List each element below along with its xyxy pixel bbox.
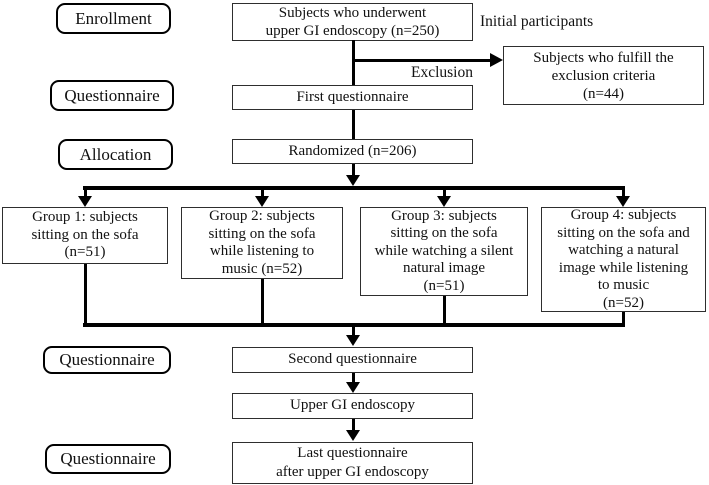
group2-line4: music (n=52)	[221, 260, 303, 277]
group3-line3: while watching a silent	[374, 242, 514, 259]
stage-label-enrollment: Enrollment	[56, 3, 171, 34]
node-excluded: Subjects who fulfill the exclusion crite…	[503, 46, 704, 105]
node-excluded-line3: (n=44)	[583, 85, 624, 102]
node-group-1: Group 1: subjects sitting on the sofa (n…	[2, 207, 168, 264]
node-second-questionnaire: Second questionnaire	[232, 347, 473, 373]
group4-line1: Group 4: subjects	[570, 207, 677, 223]
last-questionnaire-line2: after upper GI endoscopy	[276, 464, 429, 480]
connector-firstq-to-randomized	[352, 110, 355, 139]
group2-line1: Group 2: subjects	[209, 208, 315, 224]
group2-arrowhead-icon	[255, 196, 269, 207]
group4-line3: watching a natural	[568, 242, 679, 258]
branch-stub-group1	[83, 190, 87, 198]
group1-line2: sitting on the sofa	[31, 226, 139, 243]
group4-arrowhead-icon	[616, 196, 630, 207]
group1-line1: Group 1: subjects	[32, 209, 138, 226]
group1-line3: (n=51)	[64, 244, 106, 261]
node-upper-gi-endoscopy: Upper GI endoscopy	[232, 393, 473, 419]
group2-line2: sitting on the sofa	[208, 225, 316, 242]
branch-line	[83, 186, 625, 190]
node-enrolled: Subjects who underwent upper GI endoscop…	[232, 3, 473, 41]
node-group-4: Group 4: subjects sitting on the sofa an…	[541, 207, 706, 312]
stage-label-questionnaire-2: Questionnaire	[43, 346, 171, 374]
node-first-questionnaire: First questionnaire	[232, 85, 473, 110]
node-last-questionnaire: Last questionnaire after upper GI endosc…	[232, 442, 473, 484]
lastq-arrowhead-icon	[346, 430, 360, 441]
merge-stub-group2	[260, 279, 264, 323]
connector-secondq-to-uppergi	[352, 373, 355, 383]
exclusion-arrowhead-icon	[490, 53, 503, 67]
node-excluded-line2: exclusion criteria	[551, 67, 656, 84]
randomized-arrowhead-icon	[346, 175, 360, 186]
connector-exclusion-line	[353, 59, 491, 62]
connector-randomized-down	[352, 164, 355, 176]
group4-line2: sitting on the sofa and	[557, 224, 690, 241]
group3-line5: (n=51)	[423, 277, 465, 294]
stage-label-allocation: Allocation	[58, 139, 173, 170]
merge-stub-group3	[442, 296, 446, 323]
initial-participants-note: Initial participants	[480, 13, 594, 30]
stage-label-questionnaire-3: Questionnaire	[45, 444, 171, 474]
merge-stub-group1	[83, 264, 87, 323]
uppergi-arrowhead-icon	[346, 382, 360, 393]
merge-line	[83, 323, 625, 327]
branch-stub-group4	[621, 190, 625, 198]
last-questionnaire-line1: Last questionnaire	[297, 445, 408, 461]
group1-arrowhead-icon	[78, 196, 92, 207]
group4-line5: to music	[597, 277, 650, 293]
group4-line6: (n=52)	[603, 294, 644, 311]
node-group-2: Group 2: subjects sitting on the sofa wh…	[181, 207, 343, 279]
group2-line3: while listening to	[209, 243, 315, 259]
connector-merge-down	[352, 327, 355, 336]
group4-line4: image while listening	[558, 259, 689, 276]
connector-enrolled-to-firstq	[352, 40, 355, 85]
group3-line4: natural image	[402, 260, 486, 277]
node-excluded-line1: Subjects who fulfill the	[533, 49, 674, 66]
exclusion-arrow-label: Exclusion	[411, 64, 473, 81]
node-group-3: Group 3: subjects sitting on the sofa wh…	[360, 207, 528, 296]
branch-stub-group3	[442, 190, 446, 198]
group3-line1: Group 3: subjects	[391, 207, 497, 224]
node-enrolled-line1: Subjects who underwent	[278, 5, 427, 21]
secondq-arrowhead-icon	[346, 335, 360, 346]
group3-line2: sitting on the sofa	[390, 225, 498, 242]
group3-arrowhead-icon	[437, 196, 451, 207]
stage-label-questionnaire-1: Questionnaire	[50, 80, 174, 111]
connector-uppergi-to-lastq	[352, 419, 355, 431]
node-enrolled-line2: upper GI endoscopy (n=250)	[265, 23, 440, 39]
node-randomized: Randomized (n=206)	[232, 139, 473, 164]
branch-stub-group2	[260, 190, 264, 198]
merge-stub-group4	[621, 312, 625, 323]
